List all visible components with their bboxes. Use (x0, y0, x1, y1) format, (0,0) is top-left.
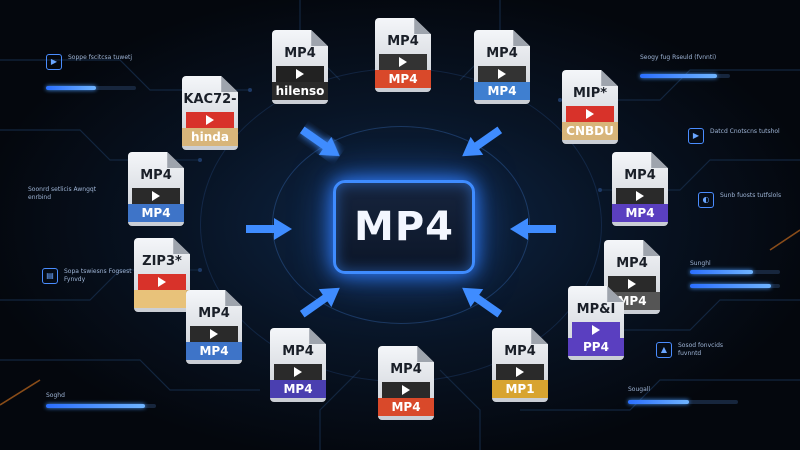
panel-text: Sougall (628, 386, 651, 393)
file-icon: MIP* CNBDU (562, 70, 618, 144)
file-format-label: MIP* (572, 86, 608, 101)
progress-bar (690, 284, 780, 288)
file-icon: MP4 MP4 (378, 346, 434, 420)
file-format-label: MP4 (284, 46, 316, 61)
file-sub-label: CNBDU (562, 122, 618, 140)
file-format-label: MP4 (486, 46, 518, 61)
file-icon: ZIP3* (134, 238, 190, 312)
file-sub-label: MP4 (474, 82, 530, 100)
arrow-icon (299, 287, 340, 318)
file-icon: MP4 MP1 (492, 328, 548, 402)
file-sub-label: MP4 (612, 204, 668, 222)
file-sub-label: PP4 (568, 338, 624, 356)
panel-text: Sunb fuosts tutfslols (720, 192, 782, 199)
panel-text: Soppe fscitcsa tuwetj (68, 54, 133, 61)
panel-text: Sunghl (690, 260, 711, 267)
file-sub-label (134, 290, 190, 308)
document-icon: ▤ (42, 268, 58, 284)
arrow-icon (462, 126, 503, 157)
progress-bar (46, 86, 136, 90)
file-format-label: MP4 (616, 256, 648, 271)
file-icon: MP4 hilenso (272, 30, 328, 104)
warning-icon: ▲ (656, 342, 672, 358)
file-sub-label: MP4 (270, 380, 326, 398)
file-format-label: MP4 (198, 306, 230, 321)
file-format-label: MP4 (624, 168, 656, 183)
progress-bar (690, 270, 780, 274)
file-format-label: MP4 (387, 34, 419, 49)
file-icon: MP4 MP4 (270, 328, 326, 402)
play-icon: ▶ (46, 54, 62, 70)
file-format-label: KAC72- (183, 92, 237, 107)
panel-text: Soonrd setlicis Awngqt enrbind (28, 186, 97, 201)
timer-icon: ◐ (698, 192, 714, 208)
panel-text: Seogy fug Rseuld (fvnnti) (640, 54, 717, 61)
file-icon: MP4 MP4 (604, 240, 660, 314)
file-sub-label: MP4 (186, 342, 242, 360)
panel-text: Sopa tswiesns Fogsest Fynvdy (64, 268, 132, 283)
panel-text: Soghd (46, 392, 65, 399)
file-format-label: MP4 (140, 168, 172, 183)
file-format-label: MP4 (390, 362, 422, 377)
arrow-icon (299, 126, 340, 157)
file-icon: MP4 MP4 (128, 152, 184, 226)
file-icon: KAC72- hinda (182, 76, 238, 150)
center-mp4-box: MP4 (333, 180, 475, 274)
file-icon: MP&I PP4 (568, 286, 624, 360)
arrow-icon (246, 218, 292, 240)
file-sub-label: hilenso (272, 82, 328, 100)
file-icon: MP4 MP4 (612, 152, 668, 226)
arrow-icon (510, 218, 556, 240)
center-label: MP4 (354, 204, 454, 250)
file-sub-label: hinda (182, 128, 238, 146)
file-icon: MP4 MP4 (186, 290, 242, 364)
file-sub-label: MP4 (128, 204, 184, 222)
arrow-icon (462, 287, 503, 318)
progress-bar (640, 74, 730, 78)
panel-text: Datcd Cnotscns tutshol (710, 128, 780, 135)
file-icon: MP4 MP4 (375, 18, 431, 92)
file-sub-label: MP4 (378, 398, 434, 416)
panel-text: Sosod fonvcids fuvnntd (678, 342, 724, 357)
file-format-label: MP4 (282, 344, 314, 359)
file-sub-label: MP4 (375, 70, 431, 88)
file-format-label: MP4 (504, 344, 536, 359)
file-sub-label: MP1 (492, 380, 548, 398)
file-icon: MP4 MP4 (474, 30, 530, 104)
progress-bar (628, 400, 738, 404)
file-format-label: MP&I (576, 302, 616, 317)
file-format-label: ZIP3* (142, 254, 182, 269)
progress-bar (46, 404, 156, 408)
play-icon: ▶ (688, 128, 704, 144)
